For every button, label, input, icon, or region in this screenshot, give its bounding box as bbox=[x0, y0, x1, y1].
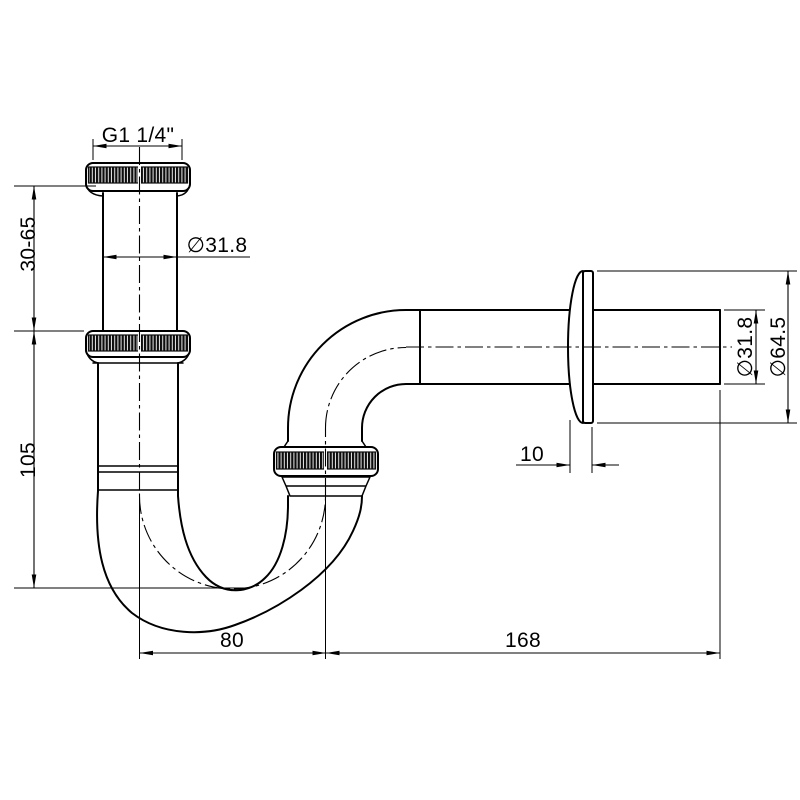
p-trap-body bbox=[85, 162, 721, 634]
body-ring-lines bbox=[97, 465, 179, 491]
dimension-labels: G1 1/4" ∅31.8 30-65 105 80 168 10 ∅31.8 … bbox=[17, 124, 790, 652]
dim-outlet-diameter-label: ∅31.8 bbox=[734, 317, 757, 378]
dim-inlet-diameter-label: ∅31.8 bbox=[187, 234, 248, 257]
dimension-lines bbox=[31, 143, 791, 656]
dim-thread-size-label: G1 1/4" bbox=[102, 124, 175, 147]
extension-lines bbox=[14, 139, 797, 659]
outlet-pipe bbox=[405, 309, 721, 385]
centerlines bbox=[138, 147, 732, 590]
dim-inlet-adjustment-label: 30-65 bbox=[17, 216, 40, 271]
centerline-gaps bbox=[138, 166, 327, 470]
dim-flange-diameter-label: ∅64.5 bbox=[767, 317, 790, 378]
dim-flange-thickness-label: 10 bbox=[520, 443, 544, 466]
outlet-riser bbox=[283, 427, 367, 448]
trap-body-tube bbox=[97, 362, 179, 492]
dim-trap-width-label: 80 bbox=[220, 629, 244, 652]
inlet-pipe bbox=[102, 192, 178, 332]
dim-trap-depth-label: 105 bbox=[17, 442, 40, 478]
u-bend bbox=[96, 490, 363, 634]
dim-outlet-length-label: 168 bbox=[505, 629, 541, 652]
nut-skirt bbox=[85, 350, 191, 364]
elbow-bend bbox=[287, 309, 407, 429]
